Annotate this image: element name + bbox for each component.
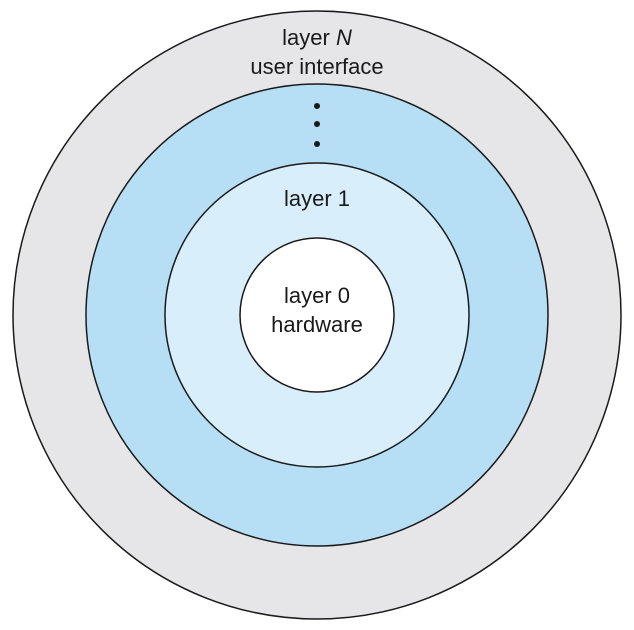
layer-n-sublabel: user interface bbox=[250, 54, 383, 79]
layer-n-label: layer N bbox=[282, 25, 352, 50]
layer-0-sublabel: hardware bbox=[271, 312, 363, 337]
layer-0-core bbox=[239, 237, 395, 393]
layer-1-label: layer 1 bbox=[284, 186, 350, 211]
layer-n-label-prefix: layer bbox=[282, 25, 336, 50]
ellipsis-dot-2 bbox=[314, 121, 320, 127]
layer-n-label-italic: N bbox=[336, 25, 352, 50]
ellipsis-dot-3 bbox=[314, 141, 320, 147]
ellipsis-dots bbox=[314, 103, 320, 147]
layer-0-label: layer 0 bbox=[284, 283, 350, 308]
ellipsis-dot-1 bbox=[314, 103, 320, 109]
